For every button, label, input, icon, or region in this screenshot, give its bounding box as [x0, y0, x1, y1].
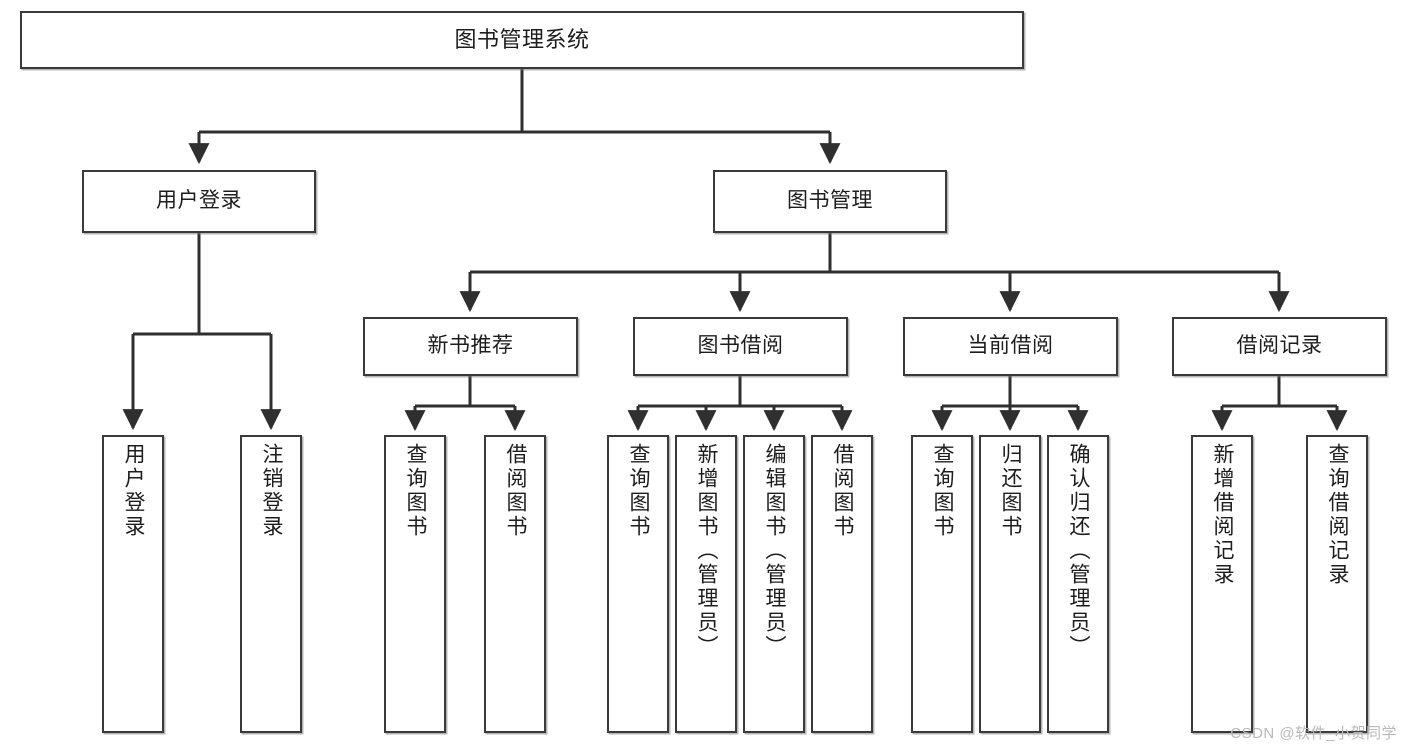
leaf-recommend-query-book[interactable]: 查询图书 — [384, 435, 446, 733]
node-label: 归还图书 — [999, 443, 1023, 539]
node-book-management[interactable]: 图书管理 — [713, 170, 947, 233]
leaf-borrow-add-book-admin[interactable]: 新增图书（管理员） — [675, 435, 737, 733]
node-new-book-recommend[interactable]: 新书推荐 — [363, 317, 578, 376]
leaf-current-return-book[interactable]: 归还图书 — [979, 435, 1041, 733]
node-label: 用户登录 — [156, 189, 242, 213]
leaf-current-confirm-return-admin[interactable]: 确认归还（管理员） — [1047, 435, 1109, 733]
node-label: 图书管理系统 — [454, 27, 590, 53]
leaf-user-logout[interactable]: 注销登录 — [240, 435, 302, 733]
node-label: 图书借阅 — [697, 334, 784, 358]
leaf-record-add-record[interactable]: 新增借阅记录 — [1191, 435, 1253, 733]
leaf-record-query-record[interactable]: 查询借阅记录 — [1306, 435, 1368, 733]
leaf-borrow-borrow-book[interactable]: 借阅图书 — [811, 435, 873, 733]
leaf-borrow-query-book[interactable]: 查询图书 — [607, 435, 669, 733]
node-borrow-record[interactable]: 借阅记录 — [1172, 317, 1387, 376]
node-label: 借阅记录 — [1236, 334, 1323, 358]
node-book-borrow[interactable]: 图书借阅 — [633, 317, 848, 376]
node-label: 借阅图书 — [831, 443, 855, 539]
node-root-system[interactable]: 图书管理系统 — [20, 11, 1024, 69]
leaf-recommend-borrow-book[interactable]: 借阅图书 — [484, 435, 546, 733]
node-label: 查询图书 — [627, 443, 651, 539]
leaf-user-login[interactable]: 用户登录 — [102, 435, 164, 733]
node-label: 确认归还（管理员） — [1067, 443, 1091, 659]
leaf-current-query-book[interactable]: 查询图书 — [911, 435, 973, 733]
node-label: 用户登录 — [122, 443, 146, 539]
node-label: 新书推荐 — [427, 334, 514, 358]
node-label: 查询借阅记录 — [1326, 443, 1350, 587]
node-label: 注销登录 — [260, 443, 284, 539]
node-label: 编辑图书（管理员） — [763, 443, 787, 659]
node-current-borrow[interactable]: 当前借阅 — [903, 317, 1118, 376]
node-label: 新增借阅记录 — [1211, 443, 1235, 587]
node-label: 查询图书 — [404, 443, 428, 539]
csdn-watermark: CSDN @软件_小贺同学 — [1230, 725, 1397, 742]
node-label: 图书管理 — [787, 189, 873, 213]
leaf-borrow-edit-book-admin[interactable]: 编辑图书（管理员） — [743, 435, 805, 733]
node-label: 新增图书（管理员） — [695, 443, 719, 659]
node-user-login[interactable]: 用户登录 — [82, 170, 316, 233]
node-label: 查询图书 — [931, 443, 955, 539]
node-label: 借阅图书 — [504, 443, 528, 539]
node-label: 当前借阅 — [967, 334, 1054, 358]
